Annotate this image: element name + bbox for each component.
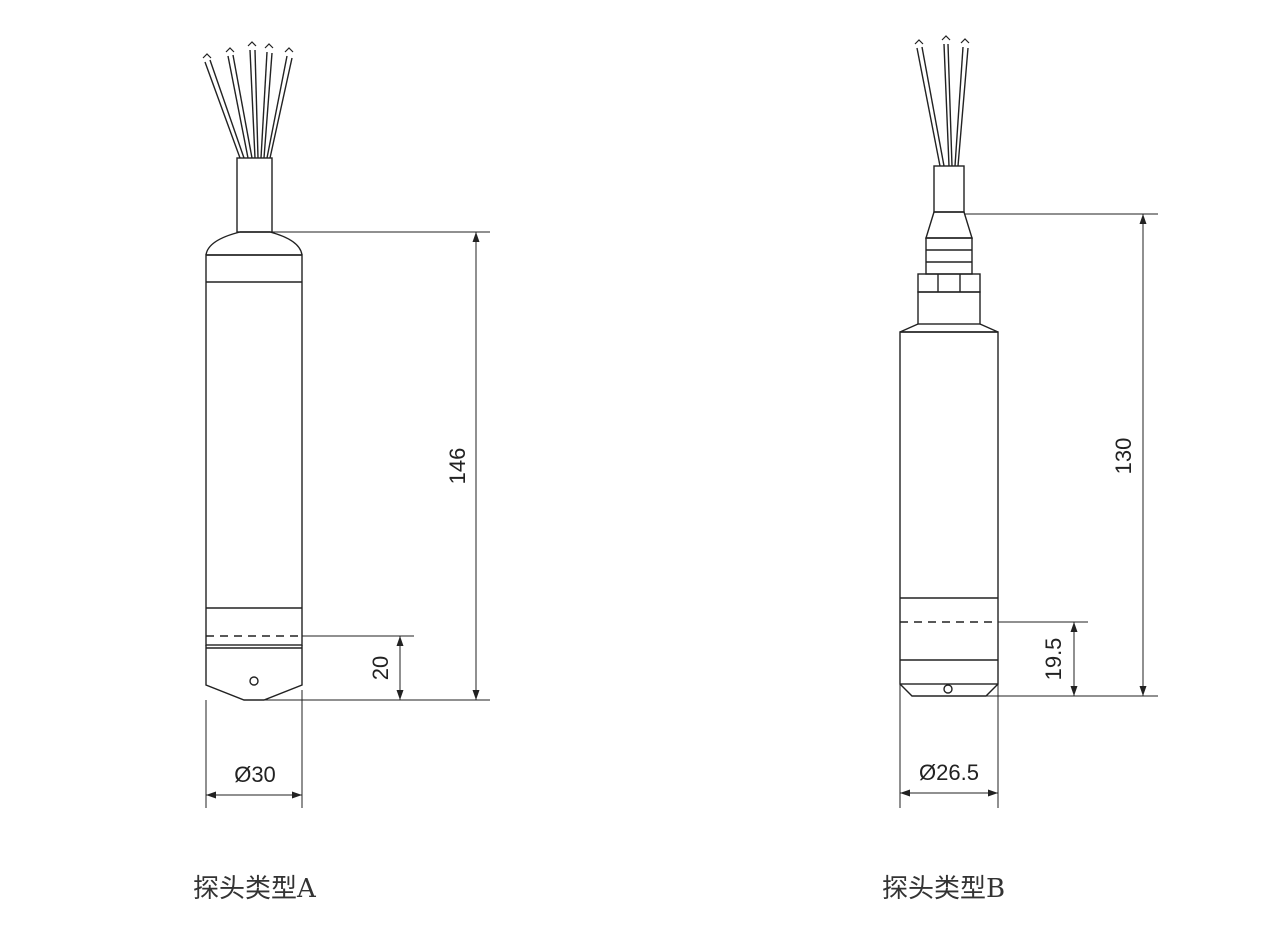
probe-a-length-label: 146 bbox=[445, 448, 470, 485]
probe-b-diameter-label: Ø26.5 bbox=[919, 760, 979, 785]
probe-a-offset-label: 20 bbox=[368, 656, 393, 680]
probe-b-tip bbox=[899, 683, 999, 697]
probe-a-caption: 探头类型A bbox=[193, 874, 316, 904]
probe-b-body bbox=[899, 331, 999, 685]
probe-a-cable bbox=[236, 157, 273, 233]
probe-b-dimensions bbox=[899, 213, 1158, 808]
probe-b-nut bbox=[917, 273, 981, 293]
probe-a-drawing bbox=[202, 41, 303, 701]
probe-b-offset-label: 19.5 bbox=[1041, 638, 1066, 681]
probe-a-wires bbox=[202, 41, 294, 159]
probe-a-cap bbox=[205, 231, 303, 256]
probe-a-dimensions bbox=[205, 231, 490, 808]
probe-a-body bbox=[205, 254, 303, 646]
probe-b-wires bbox=[914, 35, 970, 167]
probe-b-connector bbox=[925, 211, 973, 239]
probe-b-cable bbox=[933, 165, 965, 213]
probe-a-vent-hole bbox=[249, 676, 259, 686]
probe-b-caption: 探头类型B bbox=[882, 874, 1006, 904]
probe-a-diameter-label: Ø30 bbox=[234, 762, 276, 787]
probe-a-tip bbox=[205, 645, 303, 701]
probe-b-length-label: 130 bbox=[1111, 438, 1136, 475]
probe-b-vent-hole bbox=[943, 684, 953, 694]
probe-b-drawing bbox=[899, 35, 999, 697]
